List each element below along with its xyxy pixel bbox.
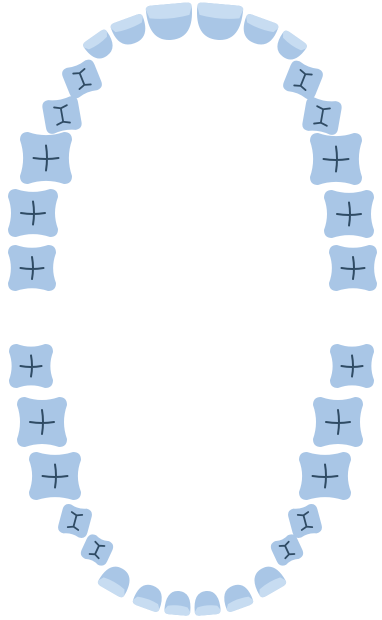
lower-left-lateral-incisor[interactable] [220,581,255,613]
lower-left-first-molar[interactable] [299,452,351,500]
upper-right-canine[interactable] [82,28,119,64]
upper-left-second-molar[interactable] [324,190,374,238]
upper-right-third-molar[interactable] [8,245,56,291]
lower-right-second-molar[interactable] [17,397,67,447]
upper-left-first-molar[interactable] [310,133,362,185]
lower-right-third-molar[interactable] [9,344,53,388]
upper-left-third-molar[interactable] [329,245,377,291]
lower-arch [9,344,374,616]
upper-right-central-incisor[interactable] [146,2,195,42]
upper-right-second-molar[interactable] [8,189,58,237]
lower-left-second-molar[interactable] [313,397,363,447]
upper-left-central-incisor[interactable] [195,2,244,42]
upper-right-first-premolar[interactable] [60,58,104,100]
lower-left-canine[interactable] [249,561,288,599]
lower-left-central-incisor[interactable] [193,590,221,616]
lower-right-second-premolar[interactable] [57,503,94,540]
upper-right-lateral-incisor[interactable] [110,13,151,49]
lower-right-lateral-incisor[interactable] [132,581,167,613]
lower-right-first-molar[interactable] [29,452,81,500]
upper-left-lateral-incisor[interactable] [239,13,280,49]
upper-left-canine[interactable] [272,29,309,65]
upper-left-second-premolar[interactable] [301,96,342,136]
upper-right-first-molar[interactable] [20,132,72,184]
upper-left-first-premolar[interactable] [281,59,325,101]
lower-right-canine[interactable] [97,561,136,599]
lower-left-second-premolar[interactable] [287,503,324,540]
lower-right-first-premolar[interactable] [79,532,115,567]
lower-right-central-incisor[interactable] [164,590,192,616]
upper-arch [8,2,377,291]
upper-right-second-premolar[interactable] [41,95,82,135]
lower-left-third-molar[interactable] [330,344,374,388]
